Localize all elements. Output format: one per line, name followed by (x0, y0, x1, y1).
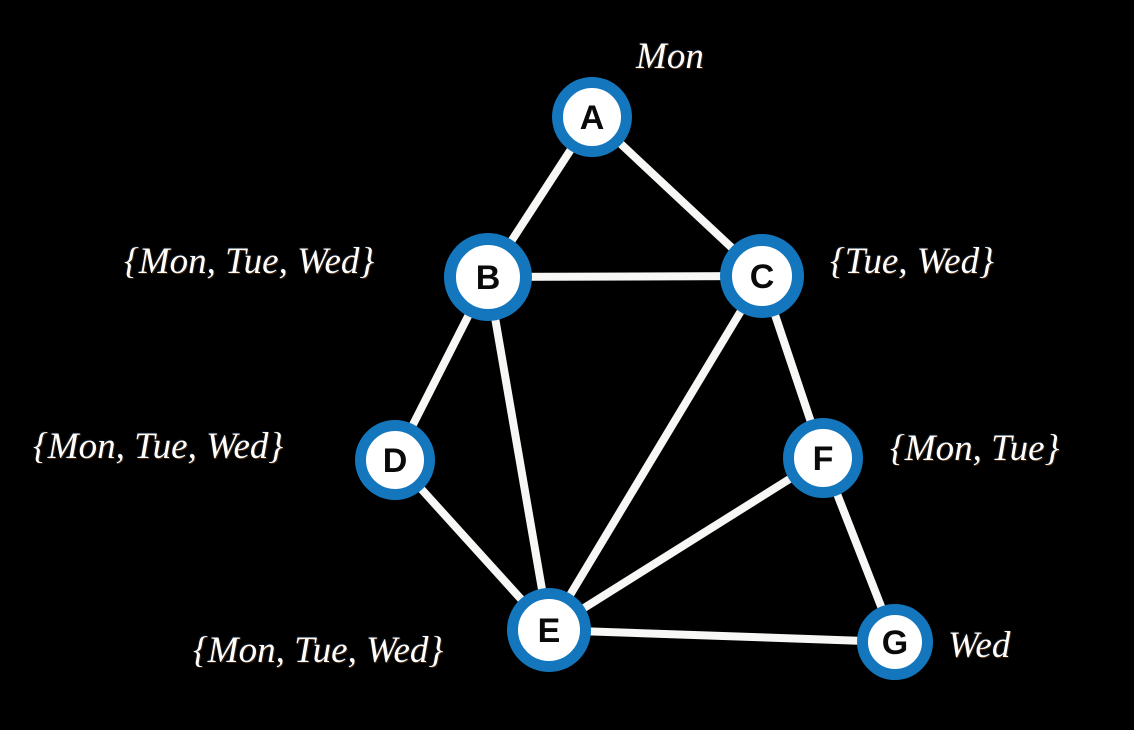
domain-label-b: {Mon, Tue, Wed} (124, 241, 375, 282)
node-circle-d (355, 420, 435, 500)
node-letter-e: E (538, 612, 561, 650)
node-circle-a (552, 77, 632, 157)
domain-label-c: {Tue, Wed} (830, 241, 994, 282)
node-circle-b (444, 233, 532, 321)
node-letter-b: B (476, 259, 501, 297)
graph-node-c[interactable]: C (720, 234, 804, 318)
edges-layer (391, 113, 899, 646)
domain-label-a: Mon (636, 36, 704, 77)
node-letter-a: A (580, 99, 605, 137)
domain-label-f: {Mon, Tue} (890, 428, 1060, 469)
graph-node-e[interactable]: E (507, 588, 591, 672)
graph-edge-e-g (545, 626, 899, 646)
graph-node-g[interactable]: G (857, 604, 933, 680)
graph-node-f[interactable]: F (783, 418, 863, 498)
graph-node-a[interactable]: A (552, 77, 632, 157)
node-circle-g (857, 604, 933, 680)
node-letter-d: D (383, 442, 408, 480)
domain-label-g: Wed (948, 625, 1011, 666)
graph-edge-b-e (484, 273, 553, 634)
node-letter-f: F (813, 440, 834, 478)
domain-label-d: {Mon, Tue, Wed} (33, 426, 284, 467)
graph-edge-e-f (545, 454, 827, 634)
node-circle-f (783, 418, 863, 498)
graph-node-d[interactable]: D (355, 420, 435, 500)
node-circle-c (720, 234, 804, 318)
node-letter-g: G (882, 624, 908, 662)
node-letter-c: C (750, 258, 775, 296)
graph-edge-b-c (484, 272, 766, 281)
node-circle-e (507, 588, 591, 672)
graph-node-b[interactable]: B (444, 233, 532, 321)
nodes-layer: A B C D E F G (355, 77, 933, 680)
graph-edge-c-e (545, 272, 766, 634)
domain-label-e: {Mon, Tue, Wed} (193, 630, 444, 671)
